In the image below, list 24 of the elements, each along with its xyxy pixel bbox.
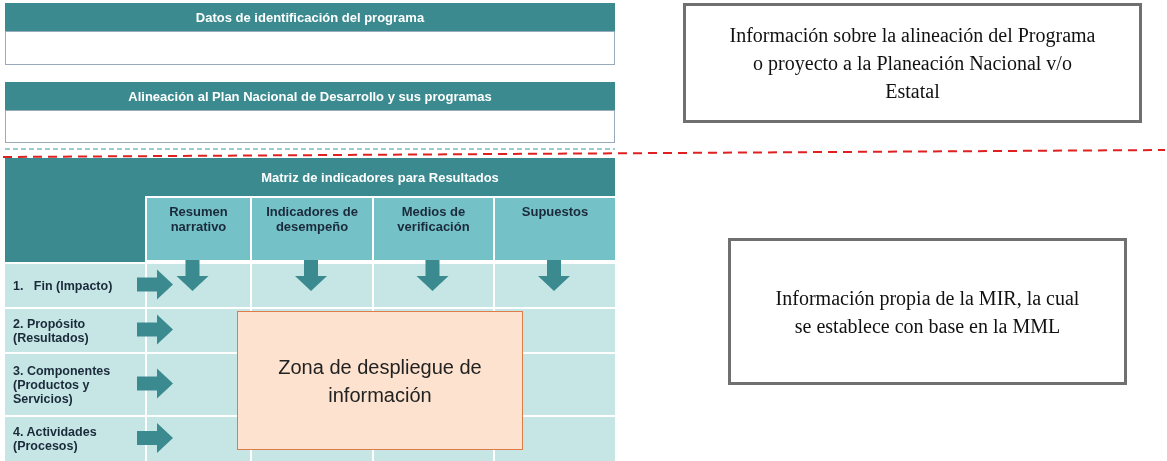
- column-header: Supuestos: [493, 198, 615, 260]
- block-arrow: [137, 314, 173, 345]
- block-arrow: [137, 269, 173, 300]
- note-box: Información sobre la alineación del Programa o proyecto a la Planeación Nacional v/o Estatal: [683, 3, 1142, 123]
- table-header: Matriz de indicadores para Resultados: [145, 158, 615, 196]
- block-arrow: [137, 423, 173, 453]
- column-header: Medios de verificación: [372, 198, 493, 260]
- display-zone: Zona de despliegue de información: [237, 311, 523, 450]
- section-header: Alineación al Plan Nacional de Desarrollo y sus programas: [5, 82, 615, 110]
- row-header: 4. Actividades (Procesos): [5, 415, 145, 461]
- column-header: Resumen narrativo: [145, 198, 250, 260]
- row-header: 3. Componentes (Productos y Servicios): [5, 352, 145, 415]
- block-arrow: [137, 368, 173, 399]
- blank-field: [5, 110, 615, 143]
- blank-field: [5, 31, 615, 65]
- row-header: 1. Fin (Impacto): [5, 262, 145, 307]
- row-header: 2. Propósito (Resultados): [5, 307, 145, 352]
- block-arrow: [176, 260, 209, 291]
- block-arrow: [295, 260, 327, 291]
- section-header: Datos de identificación del programa: [5, 3, 615, 31]
- block-arrow: [538, 260, 570, 291]
- block-arrow: [416, 260, 449, 291]
- note-box: Información propia de la MIR, la cual se establece con base en la MML: [728, 238, 1127, 385]
- column-header: Indicadores de desempeño: [250, 198, 372, 260]
